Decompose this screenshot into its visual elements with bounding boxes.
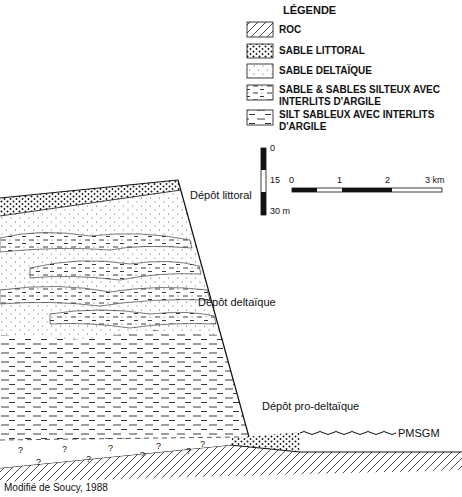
uncertain-mark: ? [62,445,67,454]
legend-text: SABLE DELTAÏQUE [279,65,451,77]
scale-label: 1 [337,176,342,185]
scale-label: 15 [270,176,280,185]
uncertain-mark: ? [108,444,113,453]
uncertain-mark: ? [18,446,23,455]
legend-text: ROC [279,24,451,36]
legend-title: LÉGENDE [283,5,336,17]
legend-text: SABLE & SABLES SILTEUX AVEC INTERLITS D'… [279,84,451,107]
source-caption: Modifié de Soucy, 1988 [4,483,108,494]
scale-label: 0 [289,176,294,185]
scale-label: 3 km [425,176,445,185]
uncertain-mark: ? [86,455,91,464]
uncertain-mark: ? [36,458,41,467]
legend-text: SILT SABLEUX AVEC INTERLITS D'ARGILE [279,109,451,132]
deposit-label: Dépôt pro-deltaïque [262,401,359,413]
legend-text: SABLE LITTORAL [279,45,451,57]
deposit-label: PMSGM [398,428,440,440]
scale-label: 2 [385,176,390,185]
scale-label: 0 [270,144,275,153]
uncertain-mark: ? [186,447,191,456]
uncertain-mark: ? [156,442,161,451]
uncertain-mark: ? [200,440,205,449]
deposit-label: Dépôt littoral [190,190,252,202]
scale-label: 30 m [270,207,290,216]
deposit-label: Dépôt deltaïque [198,297,276,309]
uncertain-mark: ? [140,451,145,460]
